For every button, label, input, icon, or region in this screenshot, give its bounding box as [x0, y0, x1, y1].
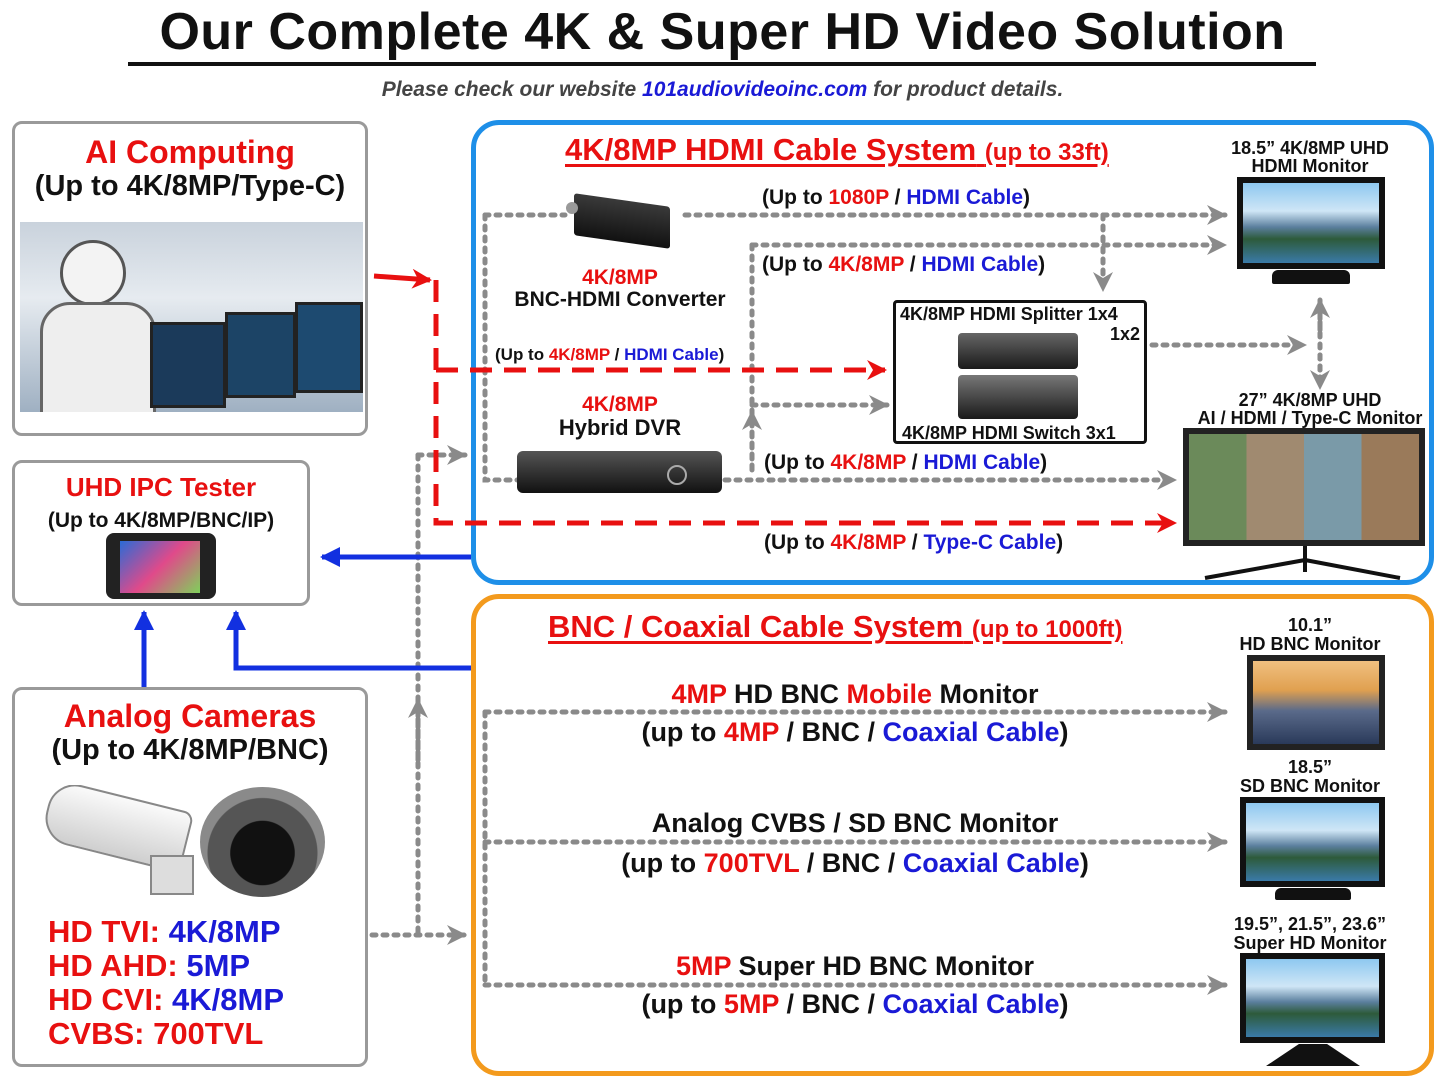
hybrid-dvr-image [517, 445, 725, 497]
bnc-hdmi-converter-image [566, 190, 676, 252]
website-link[interactable]: 101audiovideoinc.com [642, 78, 868, 101]
bnc-row-mobile-monitor: 4MP HD BNC Mobile Monitor (up to 4MP / B… [641, 679, 1069, 747]
dome-camera-image [195, 782, 330, 900]
ai-computing-card: AI Computing (Up to 4K/8MP/Type-C) [12, 121, 368, 436]
monitor-10-label: 10.1”HD BNC Monitor [1239, 615, 1381, 654]
ai-subtitle: (Up to 4K/8MP/Type-C) [34, 170, 346, 202]
title-underline [128, 62, 1316, 66]
hdmi-system-title: 4K/8MP HDMI Cable System (up to 33ft) [565, 132, 1109, 167]
monitor-super-hd-label: 19.5”, 21.5”, 23.6”Super HD Monitor [1233, 914, 1387, 953]
camera-spec-ahd: HD AHD: 5MP [48, 948, 251, 983]
switch-label: 4K/8MP HDMI Switch 3x1 [902, 423, 1116, 443]
uhd-ipc-tester-card: UHD IPC Tester (Up to 4K/8MP/BNC/IP) [12, 460, 310, 606]
cameras-title: Analog Cameras [63, 698, 317, 734]
camera-spec-cvi: HD CVI: 4K/8MP [48, 982, 284, 1017]
converter-name: BNC-HDMI Converter [514, 288, 726, 311]
camera-spec-list: HD TVI: 4K/8MP HD AHD: 5MP HD CVI: 4K/8M… [48, 915, 284, 1051]
link-4k-hdmi-ai: (Up to 4K/8MP / HDMI Cable) [495, 345, 725, 364]
monitor-18-sd-image [1240, 797, 1385, 887]
camera-spec-cvbs: CVBS: 700TVL [48, 1016, 264, 1051]
bnc-system-panel [471, 594, 1434, 1076]
dvr-resolution: 4K/8MP [582, 393, 658, 416]
hdmi-splitter-switch-card: 4K/8MP HDMI Splitter 1x4 1x2 4K/8MP HDMI… [893, 300, 1147, 444]
monitor-10-image [1247, 655, 1385, 750]
link-4k-typec: (Up to 4K/8MP / Type-C Cable) [764, 531, 1064, 554]
bnc-system-title: BNC / Coaxial Cable System (up to 1000ft… [548, 609, 1123, 644]
bullet-camera-image [45, 785, 200, 895]
tester-title: UHD IPC Tester [65, 472, 257, 502]
monitor-18-uhd-image [1237, 177, 1385, 269]
hdmi-switch-image [958, 375, 1078, 419]
splitter-label: 4K/8MP HDMI Splitter 1x4 [900, 304, 1118, 324]
monitor-18-sd-stand [1275, 888, 1351, 900]
bnc-row-super-hd-monitor: 5MP Super HD BNC Monitor (up to 5MP / BN… [641, 951, 1069, 1019]
tester-device-image [106, 533, 216, 599]
tester-subtitle: (Up to 4K/8MP/BNC/IP) [47, 509, 275, 532]
page-title: Our Complete 4K & Super HD Video Solutio… [159, 3, 1286, 61]
hdmi-system-panel [471, 120, 1434, 585]
monitor-18-uhd-stand [1272, 270, 1350, 284]
splitter-label-alt: 1x2 [1110, 324, 1141, 344]
link-4k-hdmi-dvr: (Up to 4K/8MP / HDMI Cable) [764, 451, 1048, 474]
monitor-27-uhd-image [1183, 428, 1425, 546]
page-subtitle: Please check our website 101audiovideoin… [381, 78, 1064, 101]
monitor-super-hd-image [1240, 953, 1385, 1043]
camera-spec-tvi: HD TVI: 4K/8MP [48, 914, 281, 949]
dvr-name: Hybrid DVR [558, 415, 682, 440]
ai-robot-image [20, 222, 363, 412]
bnc-row-sd-monitor: Analog CVBS / SD BNC Monitor (up to 700T… [621, 808, 1089, 878]
link-4k-hdmi-top: (Up to 4K/8MP / HDMI Cable) [762, 253, 1046, 276]
converter-resolution: 4K/8MP [582, 266, 658, 289]
link-1080p-hdmi: (Up to 1080P / HDMI Cable) [762, 186, 1031, 209]
cameras-subtitle: (Up to 4K/8MP/BNC) [51, 734, 329, 766]
ai-title: AI Computing [85, 134, 295, 170]
hdmi-splitter-image [958, 333, 1078, 369]
analog-cameras-card: Analog Cameras (Up to 4K/8MP/BNC) HD TVI… [12, 687, 368, 1067]
monitor-18-sd-label: 18.5”SD BNC Monitor [1240, 757, 1380, 796]
